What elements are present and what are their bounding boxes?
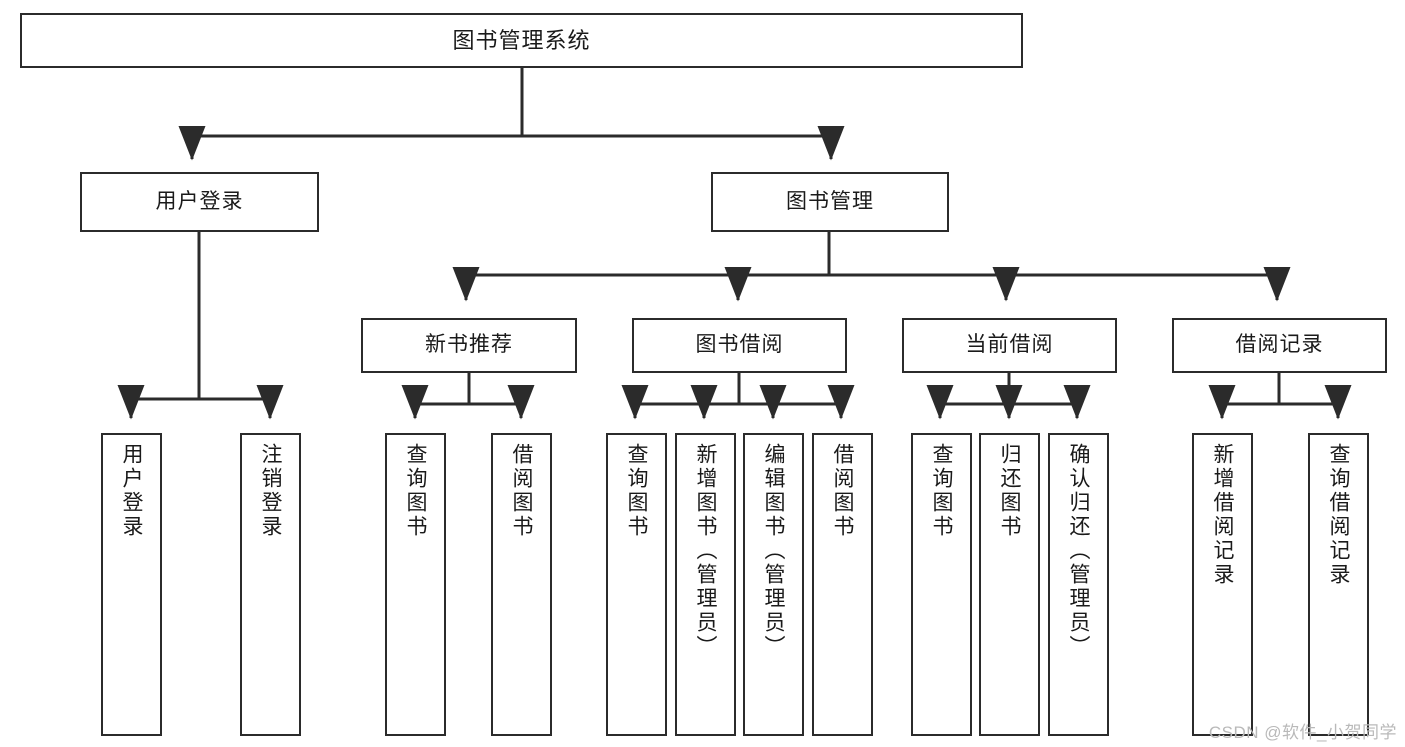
node-label: 查询图书 xyxy=(625,443,648,539)
node-leaf-query-book-borrow[interactable]: 查询图书 xyxy=(606,433,667,736)
node-label: 编辑图书（管理员） xyxy=(762,443,785,659)
node-label: 用户登录 xyxy=(155,189,244,213)
node-leaf-return-book[interactable]: 归还图书 xyxy=(979,433,1040,736)
node-leaf-edit-book-admin[interactable]: 编辑图书（管理员） xyxy=(743,433,804,736)
node-leaf-borrow-book-recommend[interactable]: 借阅图书 xyxy=(491,433,552,736)
node-label: 图书管理系统 xyxy=(452,27,591,53)
node-label: 查询借阅记录 xyxy=(1327,443,1350,587)
node-label: 新增借阅记录 xyxy=(1211,443,1234,587)
node-label: 确认归还（管理员） xyxy=(1067,443,1090,659)
node-new-book-recommend[interactable]: 新书推荐 xyxy=(361,318,577,373)
node-label: 借阅图书 xyxy=(831,443,854,539)
node-leaf-logout-login[interactable]: 注销登录 xyxy=(240,433,301,736)
node-leaf-query-borrow-record[interactable]: 查询借阅记录 xyxy=(1308,433,1369,736)
node-leaf-query-book-current[interactable]: 查询图书 xyxy=(911,433,972,736)
node-leaf-user-login[interactable]: 用户登录 xyxy=(101,433,162,736)
node-label: 用户登录 xyxy=(120,443,143,539)
node-book-borrow[interactable]: 图书借阅 xyxy=(632,318,847,373)
node-leaf-add-borrow-record[interactable]: 新增借阅记录 xyxy=(1192,433,1253,736)
node-label: 查询图书 xyxy=(404,443,427,539)
node-book-management[interactable]: 图书管理 xyxy=(711,172,949,232)
node-leaf-confirm-return-admin[interactable]: 确认归还（管理员） xyxy=(1048,433,1109,736)
node-label: 查询图书 xyxy=(930,443,953,539)
node-label: 新书推荐 xyxy=(425,333,513,357)
node-label: 借阅记录 xyxy=(1235,333,1324,357)
node-leaf-add-book-admin[interactable]: 新增图书（管理员） xyxy=(675,433,736,736)
csdn-watermark: CSDN @软件_小贺同学 xyxy=(1208,723,1397,742)
node-label: 注销登录 xyxy=(259,443,282,539)
node-label: 当前借阅 xyxy=(965,333,1054,357)
node-label: 借阅图书 xyxy=(510,443,533,539)
node-borrow-record[interactable]: 借阅记录 xyxy=(1172,318,1387,373)
node-label: 图书借阅 xyxy=(695,333,784,357)
node-leaf-borrow-book[interactable]: 借阅图书 xyxy=(812,433,873,736)
node-current-borrow[interactable]: 当前借阅 xyxy=(902,318,1117,373)
node-label: 新增图书（管理员） xyxy=(694,443,717,659)
node-root-system[interactable]: 图书管理系统 xyxy=(20,13,1023,68)
node-leaf-query-book-recommend[interactable]: 查询图书 xyxy=(385,433,446,736)
node-user-login[interactable]: 用户登录 xyxy=(80,172,319,232)
node-label: 归还图书 xyxy=(998,443,1021,539)
node-label: 图书管理 xyxy=(786,189,874,213)
